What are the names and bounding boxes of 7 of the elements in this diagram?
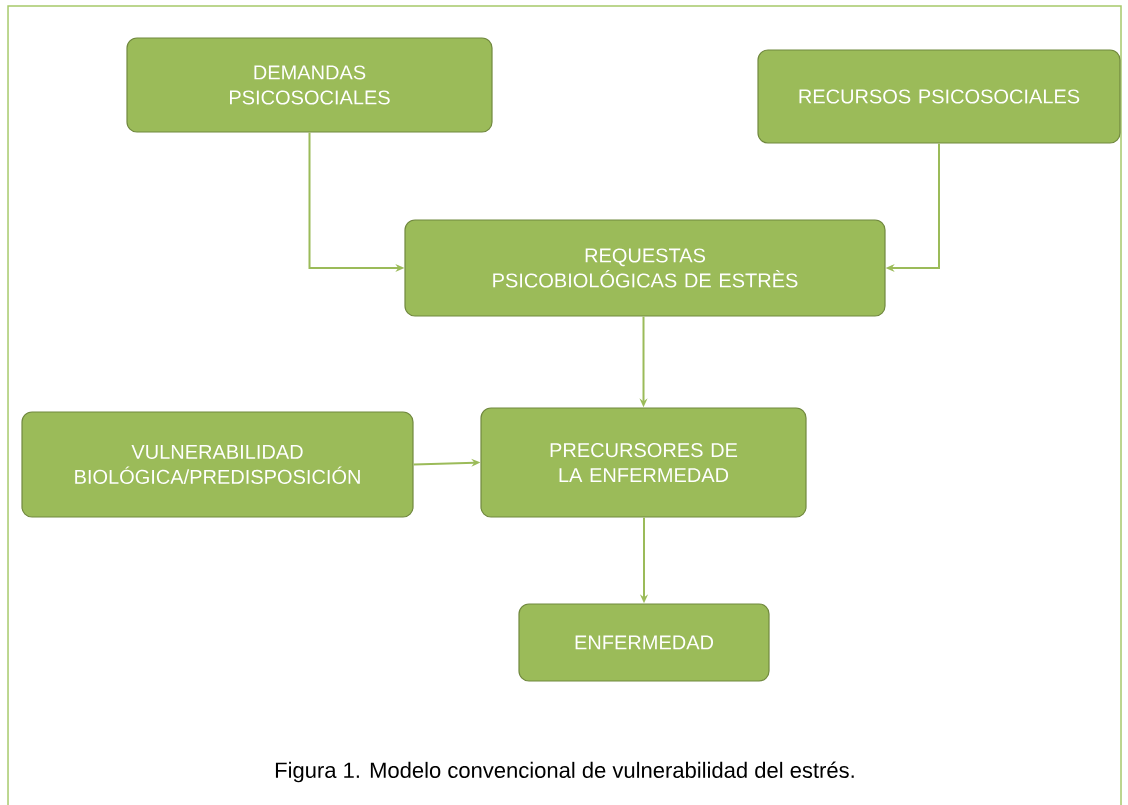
process-box: RECURSOS PSICOSOCIALES (757, 49, 1121, 144)
process-box: REQUESTAS PSICOBIOLÓGICAS DE ESTRÈS (404, 219, 886, 317)
caption: Figura 1. Modelo convencional de vulnerabilidad del estrés. (275, 761, 854, 783)
process-box: DEMANDAS PSICOSOCIALES (126, 37, 493, 133)
process-box: PRECURSORES DE LA ENFERMEDAD (480, 407, 807, 518)
process-box: ENFERMEDAD (518, 603, 770, 682)
process-box: VULNERABILIDAD BIOLÓGICA/PREDISPOSICIÓN (21, 411, 414, 518)
